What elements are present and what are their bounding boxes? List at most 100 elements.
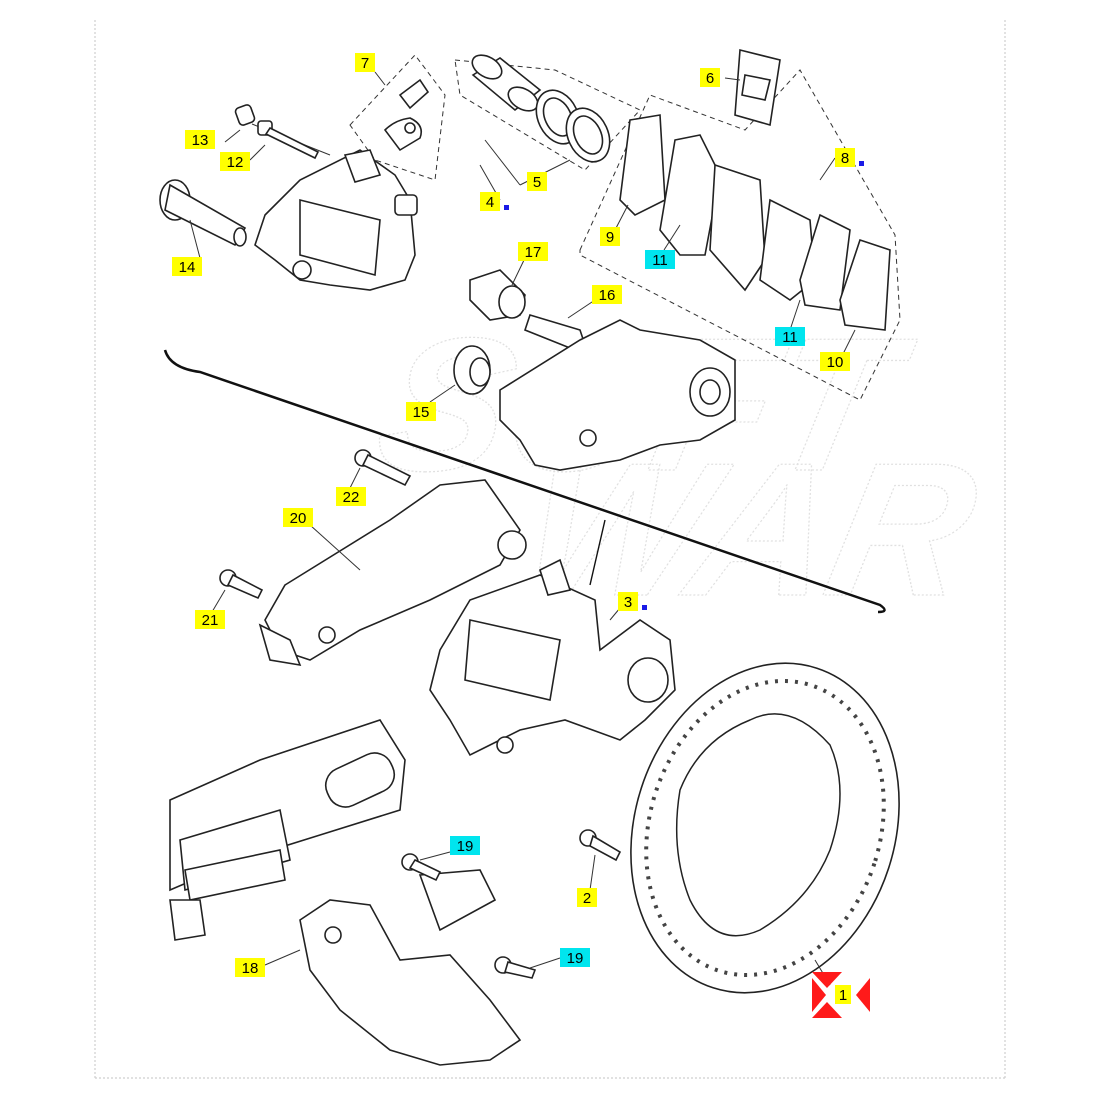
callout-17[interactable]: 17 — [518, 242, 548, 261]
callout-4-marker — [504, 205, 509, 210]
callout-8-marker — [859, 161, 864, 166]
callout-2-text: 2 — [583, 890, 591, 907]
callout-11a-text: 11 — [652, 252, 668, 269]
callout-8-bg — [835, 148, 855, 167]
callout-19b-bg — [560, 948, 590, 967]
callout-19a[interactable]: 19 — [450, 836, 480, 855]
callout-2[interactable]: 2 — [577, 888, 597, 907]
callout-18-text: 18 — [242, 960, 259, 977]
callout-19b[interactable]: 19 — [560, 948, 590, 967]
callout-22[interactable]: 22 — [336, 487, 366, 506]
part-bolt-19-upper — [401, 853, 442, 882]
part-bolt-21 — [219, 569, 264, 600]
callout-11b-text: 11 — [782, 329, 798, 346]
part-pin — [257, 120, 320, 160]
callout-9-bg — [600, 227, 620, 246]
callout-10[interactable]: 10 — [820, 352, 850, 371]
callout-17-bg — [518, 242, 548, 261]
callout-16[interactable]: 16 — [592, 285, 622, 304]
callout-9[interactable]: 9 — [600, 227, 620, 246]
callout-20-bg — [283, 508, 313, 527]
callout-4-text: 4 — [486, 194, 494, 211]
callout-2-bg — [577, 888, 597, 907]
separator-leader — [589, 519, 606, 586]
part-brake-pads — [659, 134, 851, 311]
background-lines — [94, 20, 1006, 1080]
callout-5[interactable]: 5 — [527, 172, 547, 191]
callout-3[interactable]: 3 — [618, 592, 647, 611]
callout-6-bg — [700, 68, 720, 87]
callout-14[interactable]: 14 — [172, 257, 202, 276]
callout-20-text: 20 — [290, 510, 307, 527]
callout-18[interactable]: 18 — [235, 958, 265, 977]
callout-13-text: 13 — [192, 132, 209, 149]
callout-1-text: 1 — [839, 987, 847, 1004]
callout-4[interactable]: 4 — [480, 192, 509, 211]
callout-7[interactable]: 7 — [355, 53, 375, 72]
callout-7-text: 7 — [361, 55, 369, 72]
callout-19a-text: 19 — [457, 838, 474, 855]
callout-10-text: 10 — [827, 354, 844, 371]
callout-5-bg — [527, 172, 547, 191]
callout-18-bg — [235, 958, 265, 977]
part-sleeve — [469, 269, 526, 321]
callout-12[interactable]: 12 — [220, 152, 250, 171]
callout-15[interactable]: 15 — [406, 402, 436, 421]
part-boot — [453, 345, 491, 395]
part-disc-bolt — [579, 829, 622, 862]
callout-4-bg — [480, 192, 500, 211]
callout-6-text: 6 — [706, 70, 714, 87]
callout-11b-bg — [775, 327, 805, 346]
part-pad-clip — [734, 48, 781, 127]
callout-21-text: 21 — [202, 612, 219, 629]
callout-10-bg — [820, 352, 850, 371]
callout-21[interactable]: 21 — [195, 610, 225, 629]
callout-13[interactable]: 13 — [185, 130, 215, 149]
callout-16-bg — [592, 285, 622, 304]
callout-1-bg — [835, 985, 851, 1004]
callout-11a[interactable]: 11 — [645, 250, 675, 269]
callout-8[interactable]: 8 — [835, 148, 864, 167]
callout-14-text: 14 — [179, 259, 196, 276]
callout-5-text: 5 — [533, 174, 541, 191]
callout-6[interactable]: 6 — [700, 68, 720, 87]
callout-21-bg — [195, 610, 225, 629]
callout-8-text: 8 — [841, 150, 849, 167]
callout-labels: 13 12 7 14 4 5 6 8 9 11 11 10 17 16 15 22 20 21 3 19 19 2 18 1 — [172, 53, 864, 1004]
part-swingarm — [169, 719, 406, 941]
part-slide-pin — [159, 179, 247, 247]
part-caliper-assembly — [429, 558, 676, 757]
callout-22-bg — [336, 487, 366, 506]
part-bolt-22 — [354, 449, 412, 487]
part-pad-shim — [839, 238, 891, 331]
callout-11a-bg — [645, 250, 675, 269]
callout-11b[interactable]: 11 — [775, 327, 805, 346]
callout-13-bg — [185, 130, 215, 149]
part-bleed-screw — [383, 78, 430, 152]
part-shim — [619, 114, 666, 216]
part-disc-guard — [299, 869, 522, 1066]
piston-group-box — [454, 59, 641, 171]
callout-19b-text: 19 — [567, 950, 584, 967]
callout-12-text: 12 — [227, 154, 244, 171]
callout-7-bg — [355, 53, 375, 72]
callout-22-text: 22 — [343, 489, 360, 506]
part-bracket-upper — [499, 319, 736, 471]
part-caliper-upper — [254, 149, 418, 291]
part-guard-bracket — [258, 479, 527, 667]
callout-15-text: 15 — [413, 404, 430, 421]
callout-1[interactable]: 1 — [835, 985, 851, 1004]
callout-19a-bg — [450, 836, 480, 855]
callout-15-bg — [406, 402, 436, 421]
callout-3-marker — [642, 605, 647, 610]
callout-14-bg — [172, 257, 202, 276]
callout-3-text: 3 — [624, 594, 632, 611]
callout-20[interactable]: 20 — [283, 508, 313, 527]
callout-9-text: 9 — [606, 229, 614, 246]
group-separator-line — [163, 349, 886, 614]
part-brake-disc — [630, 662, 900, 994]
part-seals — [535, 89, 611, 163]
highlight-arrows — [812, 972, 870, 1018]
